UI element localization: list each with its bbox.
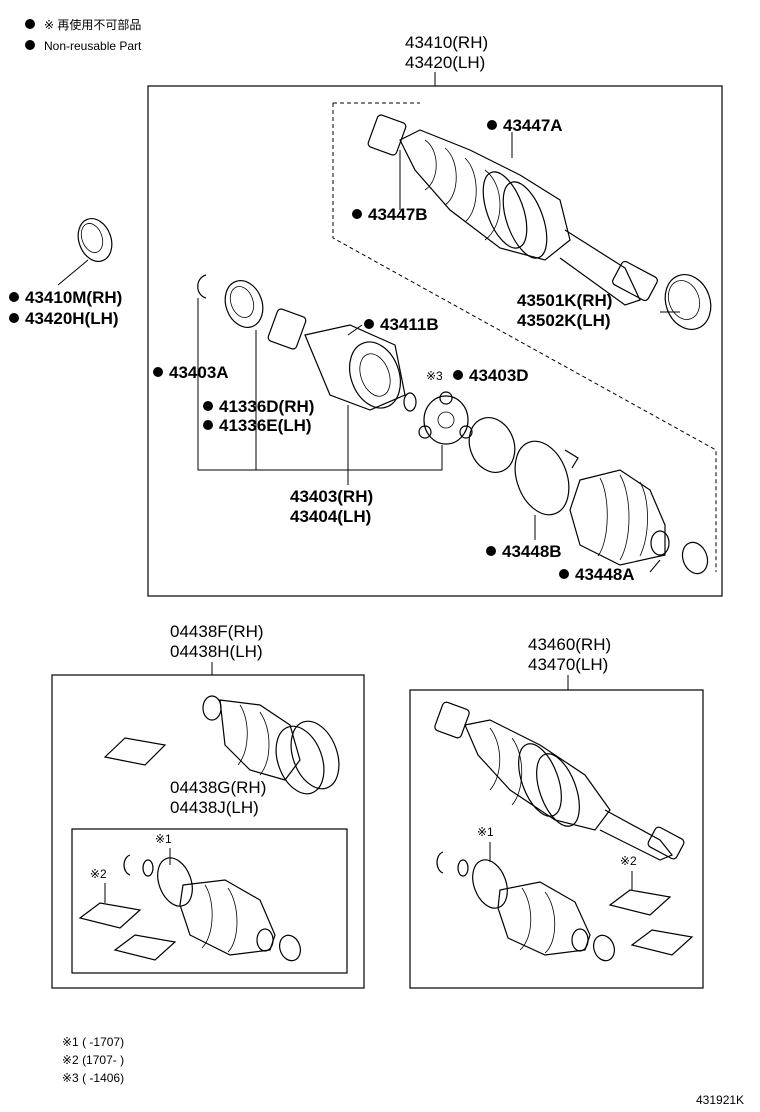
diagram-id: 431921K (696, 1093, 744, 1107)
label-43447B: 43447B (368, 205, 428, 224)
label-43403A: 43403A (169, 363, 229, 382)
main-title-rh: 43410(RH) (405, 33, 488, 52)
main-assembly-box (147, 85, 723, 597)
kit-left-title-lh: 04438H(LH) (170, 642, 263, 661)
kit-left-outer-boot (202, 695, 340, 795)
legend-line-1: ※ 再使用不可部品 (44, 17, 141, 32)
clamp-large-43448B (514, 440, 579, 516)
label-43404: 43404(LH) (290, 507, 371, 526)
kit-right-box (409, 689, 704, 989)
label-43448A: 43448A (575, 565, 635, 584)
label-43501K: 43501K(RH) (517, 291, 612, 310)
inner-boot (569, 469, 709, 575)
outer-joint-assembly (367, 114, 658, 306)
footnote-2: ※2 (1707- ) (62, 1053, 124, 1067)
kit-left-title-rh: 04438F(RH) (170, 622, 264, 641)
dashed-outline (332, 103, 717, 572)
kit-right-title-rh: 43460(RH) (528, 635, 611, 654)
kit-left-sub-lh: 04438J(LH) (170, 798, 259, 817)
kit-right-inner-parts (436, 851, 694, 962)
label-43403: 43403(RH) (290, 487, 373, 506)
legend-bullet-2 (25, 40, 35, 50)
legend-line-2: Non-reusable Part (44, 39, 142, 53)
label-43420H: 43420H(LH) (25, 309, 119, 328)
part-43501K (664, 274, 712, 330)
snap-ring-43403A (197, 274, 207, 299)
label-43447A: 43447A (503, 116, 563, 135)
note3-mark: ※3 (426, 369, 443, 383)
kit-left-sub-rh: 04438G(RH) (170, 778, 266, 797)
main-title-lh: 43420(LH) (405, 53, 485, 72)
legend-bullet-1 (25, 19, 35, 29)
kit-left-subbox (71, 828, 348, 974)
label-43502K: 43502K(LH) (517, 311, 611, 330)
label-43410M: 43410M(RH) (25, 288, 122, 307)
label-43411B: 43411B (380, 315, 439, 334)
kit-right-mark1: ※1 (477, 825, 494, 839)
inner-joint-tulip (267, 308, 406, 411)
kit-left-mark1: ※1 (155, 832, 172, 846)
kit-left-mark2: ※2 (90, 867, 107, 881)
kit-right-mark2: ※2 (620, 854, 637, 868)
label-41336E: 41336E(LH) (219, 416, 312, 435)
label-41336D: 41336D(RH) (219, 397, 314, 416)
kit-right-title-lh: 43470(LH) (528, 655, 608, 674)
kit-right-shaft-assembly (434, 701, 685, 861)
kit-left-inner-parts (78, 854, 301, 962)
clamp-small (468, 417, 516, 473)
label-43403D: 43403D (469, 366, 529, 385)
kit-left-grease-1 (103, 737, 167, 766)
kit-left-box (51, 674, 365, 989)
part-43410M (77, 218, 113, 262)
tripod-joint (418, 391, 473, 445)
footnote-3: ※3 ( -1406) (62, 1071, 124, 1085)
snap-ring-43403D (403, 392, 417, 412)
label-43448B: 43448B (502, 542, 562, 561)
footnote-1: ※1 ( -1707) (62, 1035, 124, 1049)
dust-seal-41336D (224, 280, 264, 328)
